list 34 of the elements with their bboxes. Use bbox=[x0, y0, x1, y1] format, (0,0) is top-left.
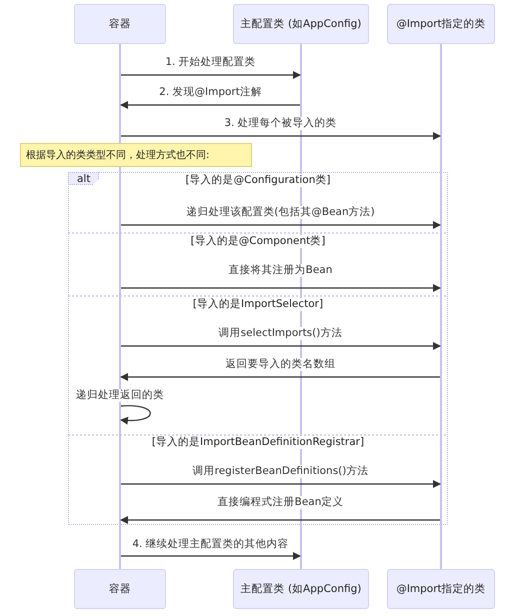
condition-label: [导入的是ImportBeanDefinitionRegistrar] bbox=[150, 436, 366, 449]
message-label: 调用registerBeanDefinitions()方法 bbox=[190, 465, 370, 478]
message-label: 2. 发现@Import注解 bbox=[157, 86, 264, 99]
message-arrow bbox=[121, 342, 441, 350]
message-arrow bbox=[121, 284, 441, 292]
message-arrow bbox=[121, 71, 301, 79]
participant-box: 容器 bbox=[74, 4, 166, 44]
message-label: 返回要导入的类名数组 bbox=[224, 358, 338, 371]
condition-label: [导入的是@Configuration类] bbox=[184, 174, 332, 187]
lifeline bbox=[440, 44, 442, 569]
message-label: 递归处理该配置类(包括其@Bean方法) bbox=[184, 206, 377, 219]
message-arrow bbox=[120, 405, 151, 424]
message-label: 递归处理返回的类 bbox=[74, 389, 166, 402]
participant-box: 容器 bbox=[74, 569, 166, 609]
message-arrow bbox=[120, 373, 440, 381]
condition-label: [导入的是ImportSelector] bbox=[190, 298, 326, 311]
condition-label: [导入的是@Component类] bbox=[188, 235, 328, 248]
participant-box: @Import指定的类 bbox=[387, 4, 495, 44]
message-label: 直接将其注册为Bean bbox=[226, 264, 334, 277]
note-box: 根据导入的类类型不同，处理方式也不同: bbox=[20, 143, 252, 167]
message-arrow bbox=[121, 221, 441, 229]
message-label: 直接编程式注册Bean定义 bbox=[216, 496, 346, 509]
message-label: 3. 处理每个被导入的类 bbox=[222, 117, 339, 130]
participant-box: 主配置类 (如AppConfig) bbox=[233, 569, 369, 609]
lifeline bbox=[119, 44, 121, 569]
participant-box: 主配置类 (如AppConfig) bbox=[233, 4, 369, 44]
fragment-tag: alt bbox=[68, 172, 99, 185]
participant-box: @Import指定的类 bbox=[387, 569, 495, 609]
message-arrow bbox=[121, 552, 301, 560]
message-arrow bbox=[120, 516, 440, 524]
message-label: 调用selectImports()方法 bbox=[216, 327, 344, 340]
message-arrow bbox=[121, 480, 441, 488]
message-arrow bbox=[121, 132, 441, 140]
message-arrow bbox=[120, 101, 300, 109]
